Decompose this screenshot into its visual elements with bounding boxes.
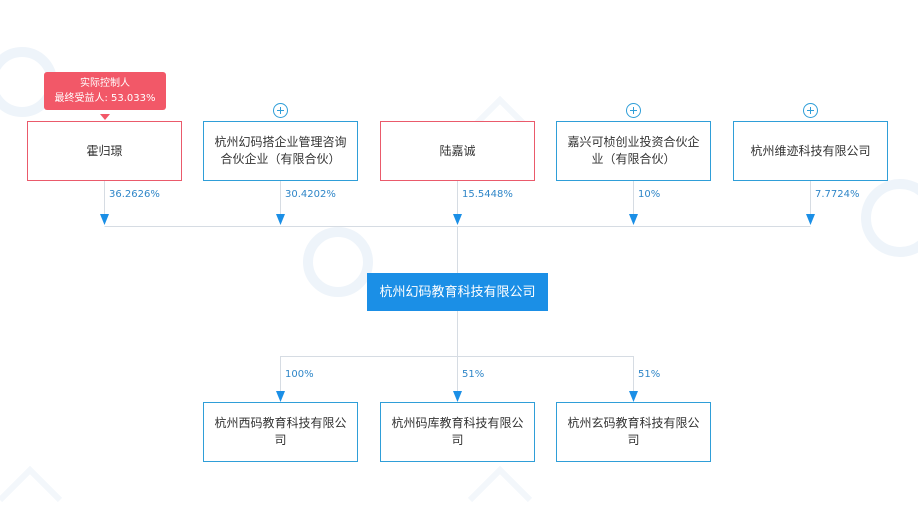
subsidiary-node[interactable]: 杭州玄码教育科技有限公司 xyxy=(556,402,711,462)
arrow-down-icon xyxy=(453,214,462,225)
shareholder-name: 杭州幻码搭企业管理咨询合伙企业（有限合伙） xyxy=(214,135,347,166)
arrow-down-icon xyxy=(806,214,815,225)
shareholder-node[interactable]: 杭州维迹科技有限公司 xyxy=(733,121,888,181)
shareholder-node[interactable]: 杭州幻码搭企业管理咨询合伙企业（有限合伙） xyxy=(203,121,358,181)
subsidiary-percent-label: 51% xyxy=(638,369,661,380)
subsidiary-name: 杭州玄码教育科技有限公司 xyxy=(567,416,700,447)
expand-plus-icon[interactable] xyxy=(273,103,288,118)
arrow-down-icon xyxy=(276,214,285,225)
share-percent-label: 7.7724% xyxy=(815,189,860,200)
shareholder-name: 杭州维迹科技有限公司 xyxy=(750,143,871,158)
arrow-down-icon xyxy=(100,214,109,225)
arrow-down-icon xyxy=(453,391,462,402)
share-percent-label: 30.4202% xyxy=(285,189,336,200)
target-company-node[interactable]: 杭州幻码教育科技有限公司 xyxy=(367,273,548,311)
shareholder-node[interactable]: 霍归璟 xyxy=(27,121,182,181)
beneficiary-percent: 最终受益人: 53.033% xyxy=(54,93,156,104)
subsidiary-percent-label: 51% xyxy=(462,369,485,380)
actual-controller-tag: 实际控制人 最终受益人: 53.033% xyxy=(44,72,166,110)
subsidiary-node[interactable]: 杭州码库教育科技有限公司 xyxy=(380,402,535,462)
shareholder-node[interactable]: 嘉兴可桢创业投资合伙企业（有限合伙） xyxy=(556,121,711,181)
shareholder-name: 霍归璟 xyxy=(86,143,123,158)
arrow-down-icon xyxy=(629,391,638,402)
controller-title: 实际控制人 xyxy=(80,78,130,89)
arrow-down-icon xyxy=(276,391,285,402)
expand-plus-icon[interactable] xyxy=(626,103,641,118)
expand-plus-icon[interactable] xyxy=(803,103,818,118)
subsidiary-node[interactable]: 杭州西码教育科技有限公司 xyxy=(203,402,358,462)
share-percent-label: 15.5448% xyxy=(462,189,513,200)
shareholder-node[interactable]: 陆嘉诚 xyxy=(380,121,535,181)
share-percent-label: 10% xyxy=(638,189,661,200)
subsidiary-name: 杭州码库教育科技有限公司 xyxy=(391,416,524,447)
subsidiary-percent-label: 100% xyxy=(285,369,314,380)
shareholder-name: 陆嘉诚 xyxy=(439,143,476,158)
shareholder-name: 嘉兴可桢创业投资合伙企业（有限合伙） xyxy=(567,135,700,166)
arrow-down-icon xyxy=(629,214,638,225)
subsidiary-name: 杭州西码教育科技有限公司 xyxy=(214,416,347,447)
tag-pointer-icon xyxy=(100,114,110,120)
share-percent-label: 36.2626% xyxy=(109,189,160,200)
company-name: 杭州幻码教育科技有限公司 xyxy=(379,284,536,300)
